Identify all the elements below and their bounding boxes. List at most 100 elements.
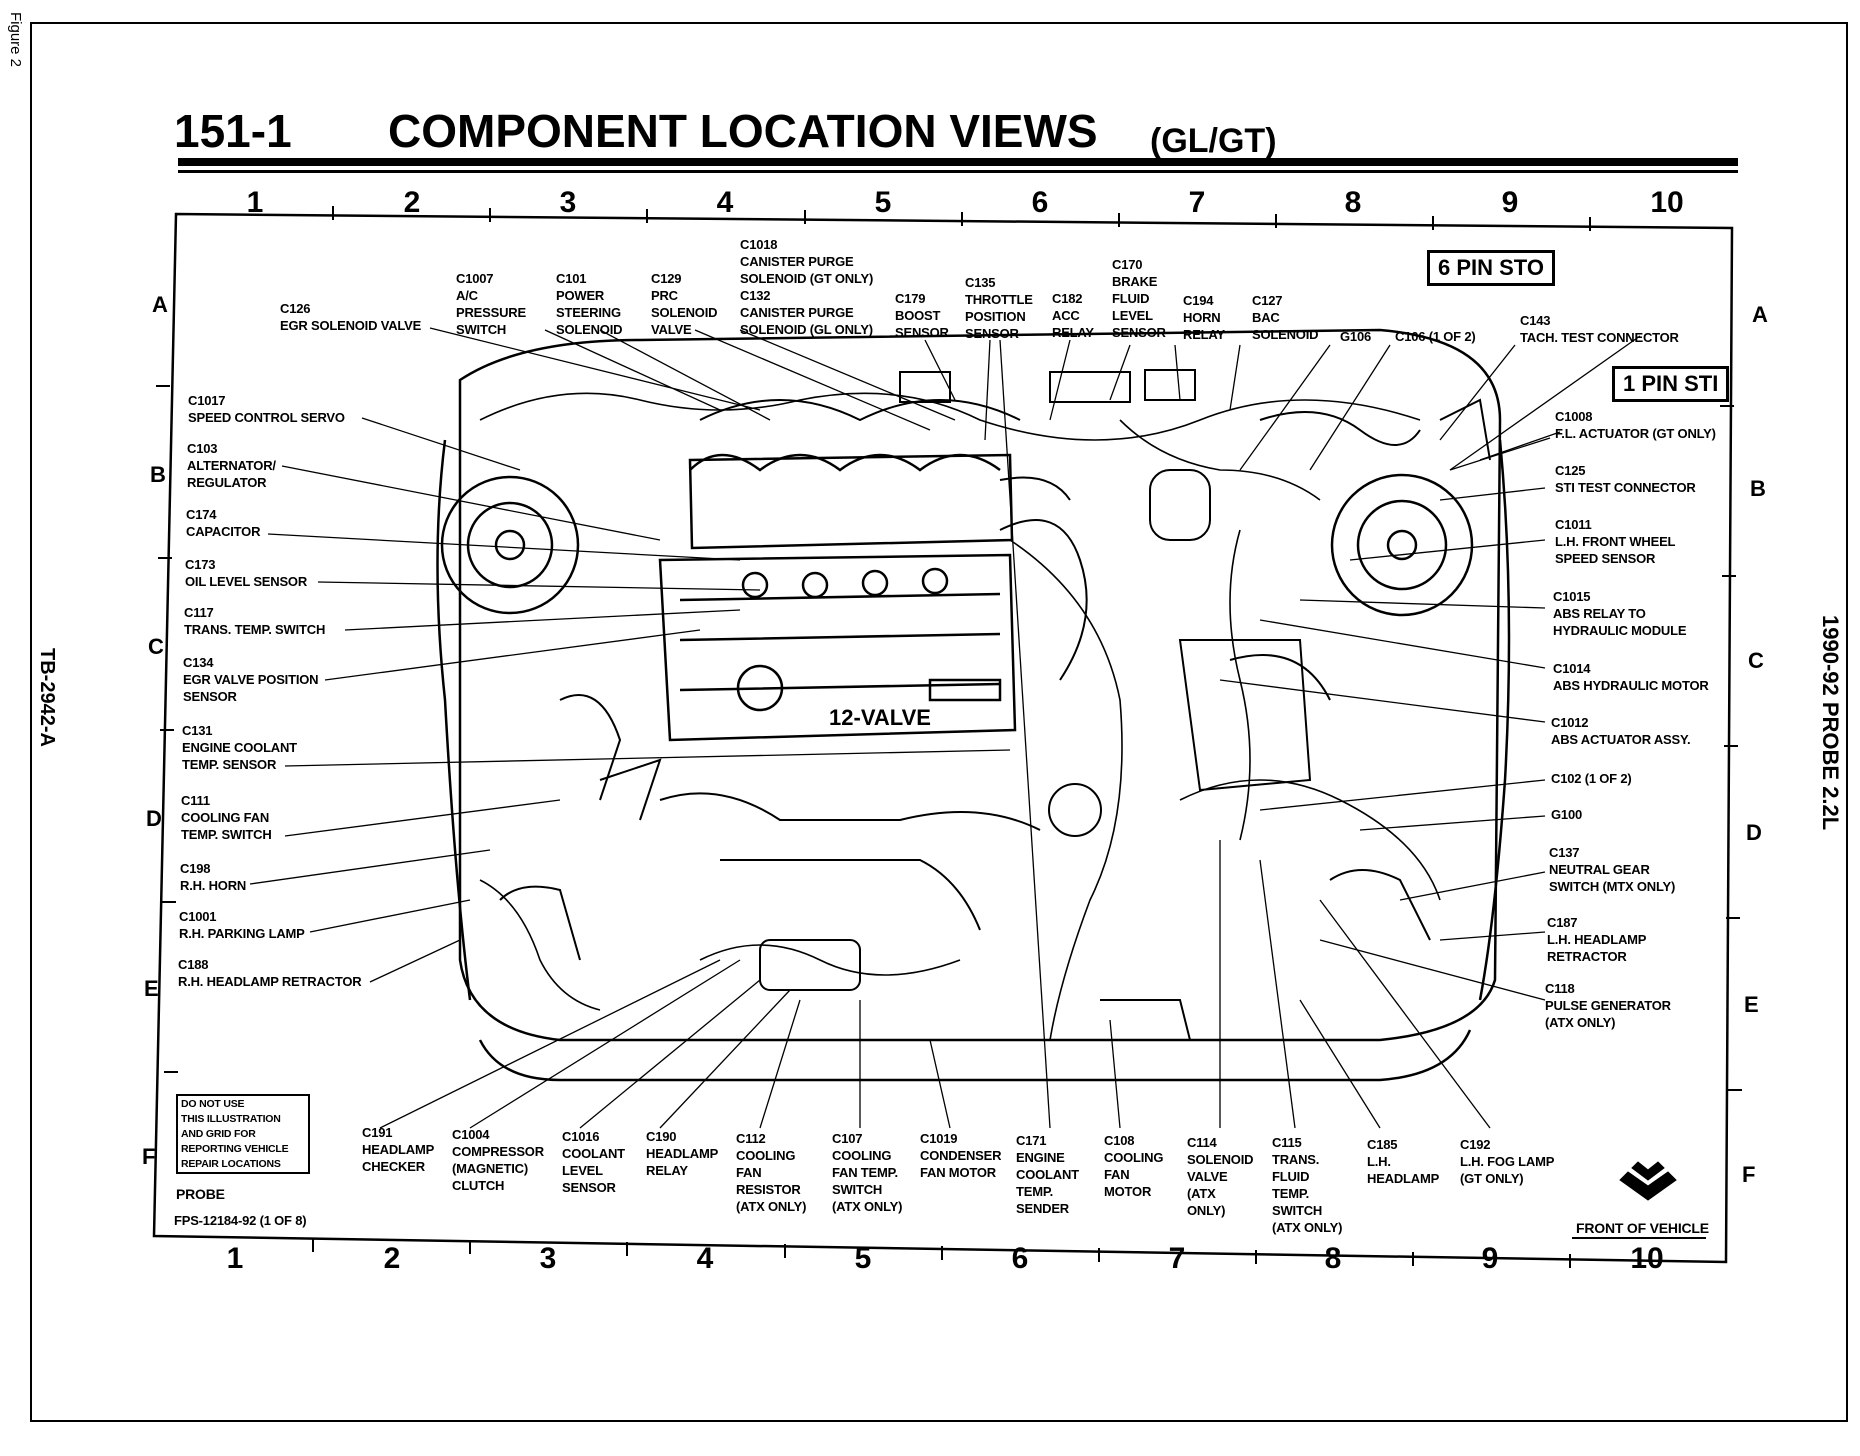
six-pin-sto-box: 6 PIN STO bbox=[1427, 250, 1555, 286]
label-g100: G100 bbox=[1551, 807, 1583, 822]
label-c1016: C1016 COOLANT LEVEL SENSOR bbox=[562, 1129, 625, 1195]
grid-col-bottom: 8 bbox=[1324, 1242, 1342, 1275]
grid-col-top: 4 bbox=[716, 186, 734, 219]
label-c107: C107 COOLING FAN TEMP. SWITCH (ATX ONLY) bbox=[832, 1131, 903, 1214]
one-pin-sti-box: 1 PIN STI bbox=[1612, 366, 1730, 402]
label-c111: C111 COOLING FAN TEMP. SWITCH bbox=[181, 793, 272, 842]
label-c115: C115 TRANS. FLUID TEMP. SWITCH (ATX ONLY… bbox=[1272, 1135, 1343, 1235]
label-c194: C194 HORN RELAY bbox=[1183, 293, 1225, 342]
front-of-vehicle-label: FRONT OF VEHICLE bbox=[1576, 1220, 1709, 1236]
label-c108: C108 COOLING FAN MOTOR bbox=[1104, 1133, 1164, 1199]
label-c198: C198 R.H. HORN bbox=[180, 861, 247, 893]
grid-col-top: 5 bbox=[874, 186, 892, 219]
label-c1019: C1019 CONDENSER FAN MOTOR bbox=[920, 1131, 1002, 1180]
section-number: 151-1 bbox=[174, 105, 292, 157]
grid-row-right: D bbox=[1746, 820, 1762, 845]
label-c1001: C1001 R.H. PARKING LAMP bbox=[179, 909, 305, 941]
label-c117: C117 TRANS. TEMP. SWITCH bbox=[184, 605, 326, 637]
label-c191: C191 HEADLAMP CHECKER bbox=[362, 1125, 435, 1174]
page-subtitle: (GL/GT) bbox=[1150, 122, 1277, 160]
label-c179: C179 BOOST SENSOR bbox=[895, 291, 949, 340]
grid-row-left: A bbox=[152, 292, 168, 317]
grid-col-bottom: 2 bbox=[383, 1242, 401, 1275]
grid-row-left: B bbox=[150, 462, 166, 487]
grid-col-top: 10 bbox=[1650, 186, 1684, 219]
label-c173: C173 OIL LEVEL SENSOR bbox=[185, 557, 308, 589]
label-c137: C137 NEUTRAL GEAR SWITCH (MTX ONLY) bbox=[1549, 845, 1676, 894]
label-c170: C170 BRAKE FLUID LEVEL SENSOR bbox=[1112, 257, 1166, 340]
leader-lines bbox=[249, 327, 1641, 1129]
label-c127: C127 BAC SOLENOID bbox=[1252, 293, 1319, 342]
diagram-frame bbox=[152, 212, 1734, 1264]
label-c131: C131 ENGINE COOLANT TEMP. SENSOR bbox=[182, 723, 297, 772]
label-c112: C112 COOLING FAN RESISTOR (ATX ONLY) bbox=[736, 1131, 807, 1214]
grid-col-bottom: 10 bbox=[1630, 1242, 1664, 1275]
label-c188: C188 R.H. HEADLAMP RETRACTOR bbox=[178, 957, 362, 989]
label-c118: C118 PULSE GENERATOR (ATX ONLY) bbox=[1545, 981, 1671, 1030]
label-c143: C143 TACH. TEST CONNECTOR bbox=[1520, 313, 1679, 345]
grid-col-bottom: 1 bbox=[226, 1242, 244, 1275]
grid-col-top: 2 bbox=[403, 186, 421, 219]
label-c1017: C1017 SPEED CONTROL SERVO bbox=[188, 393, 345, 425]
label-c114: C114 SOLENOID VALVE (ATX ONLY) bbox=[1187, 1135, 1254, 1218]
intake-components bbox=[499, 369, 1491, 1041]
grid-col-top: 1 bbox=[246, 186, 264, 219]
label-c102: C102 (1 OF 2) bbox=[1551, 771, 1632, 786]
label-c187: C187 L.H. HEADLAMP RETRACTOR bbox=[1547, 915, 1647, 964]
label-c1007: C1007 A/C PRESSURE SWITCH bbox=[456, 271, 526, 337]
label-c1004: C1004 COMPRESSOR (MAGNETIC) CLUTCH bbox=[452, 1127, 544, 1193]
front-arrow-icon bbox=[1619, 1161, 1677, 1201]
label-c1014: C1014 ABS HYDRAULIC MOTOR bbox=[1553, 661, 1709, 693]
part-number: FPS-12184-92 (1 OF 8) bbox=[174, 1213, 307, 1228]
page-title: COMPONENT LOCATION VIEWS bbox=[388, 105, 1098, 157]
label-c1011: C1011 L.H. FRONT WHEEL SPEED SENSOR bbox=[1555, 517, 1676, 566]
label-c174: C174 CAPACITOR bbox=[186, 507, 261, 539]
page-border bbox=[30, 22, 1848, 1422]
label-c190: C190 HEADLAMP RELAY bbox=[646, 1129, 719, 1178]
label-c171: C171 ENGINE COOLANT TEMP. SENDER bbox=[1016, 1133, 1079, 1216]
grid-row-right: E bbox=[1744, 992, 1759, 1017]
grid-row-right: F bbox=[1742, 1162, 1756, 1187]
grid-row-left: D bbox=[146, 806, 162, 831]
label-c129: C129 PRC SOLENOID VALVE bbox=[651, 271, 718, 337]
grid-col-bottom: 7 bbox=[1168, 1242, 1186, 1275]
wiring-harness bbox=[479, 392, 1441, 1041]
engine-bay bbox=[436, 328, 1511, 1082]
label-c125: C125 STI TEST CONNECTOR bbox=[1555, 463, 1696, 495]
label-c1015: C1015 ABS RELAY TO HYDRAULIC MODULE bbox=[1553, 589, 1687, 638]
grid-row-right: A bbox=[1752, 302, 1768, 327]
grid-col-bottom: 4 bbox=[696, 1242, 714, 1275]
label-c135: C135 THROTTLE POSITION SENSOR bbox=[965, 275, 1033, 341]
grid-row-right: C bbox=[1748, 648, 1764, 673]
label-g106: G106 bbox=[1340, 329, 1372, 344]
label-c1012: C1012 ABS ACTUATOR ASSY. bbox=[1551, 715, 1691, 747]
notice-text: DO NOT USE THIS ILLUSTRATION AND GRID FO… bbox=[181, 1098, 289, 1170]
grid-col-bottom: 5 bbox=[854, 1242, 872, 1275]
grid-col-top: 9 bbox=[1501, 186, 1519, 219]
grid-col-top: 6 bbox=[1031, 186, 1049, 219]
title-rule-thin bbox=[178, 170, 1738, 173]
grid-row-right: B bbox=[1750, 476, 1766, 501]
grid-row-left: F bbox=[142, 1144, 156, 1169]
grid-col-top: 8 bbox=[1344, 186, 1362, 219]
label-c134: C134 EGR VALVE POSITION SENSOR bbox=[183, 655, 319, 704]
label-c182: C182 ACC RELAY bbox=[1052, 291, 1094, 340]
valve-cover bbox=[658, 453, 1017, 742]
notice-box: DO NOT USE THIS ILLUSTRATION AND GRID FO… bbox=[176, 1094, 310, 1174]
grid-col-bottom: 3 bbox=[539, 1242, 557, 1275]
label-c185: C185 L.H. HEADLAMP bbox=[1367, 1137, 1440, 1186]
label-c106: C106 (1 OF 2) bbox=[1395, 329, 1476, 344]
model-label: PROBE bbox=[176, 1186, 225, 1202]
label-c101: C101 POWER STEERING SOLENOID bbox=[556, 271, 623, 337]
label-c192: C192 L.H. FOG LAMP (GT ONLY) bbox=[1460, 1137, 1555, 1186]
label-c1008: C1008 F.L. ACTUATOR (GT ONLY) bbox=[1555, 409, 1716, 441]
valve-text: 12-VALVE bbox=[829, 705, 931, 730]
grid-col-top: 3 bbox=[559, 186, 577, 219]
label-c103: C103 ALTERNATOR/ REGULATOR bbox=[187, 441, 276, 490]
label-c1018: C1018 CANISTER PURGE SOLENOID (GT ONLY) … bbox=[740, 237, 874, 337]
title-rule bbox=[178, 158, 1738, 166]
label-c126: C126 EGR SOLENOID VALVE bbox=[280, 301, 422, 333]
grid-row-left: E bbox=[144, 976, 159, 1001]
grid-row-left: C bbox=[148, 634, 164, 659]
